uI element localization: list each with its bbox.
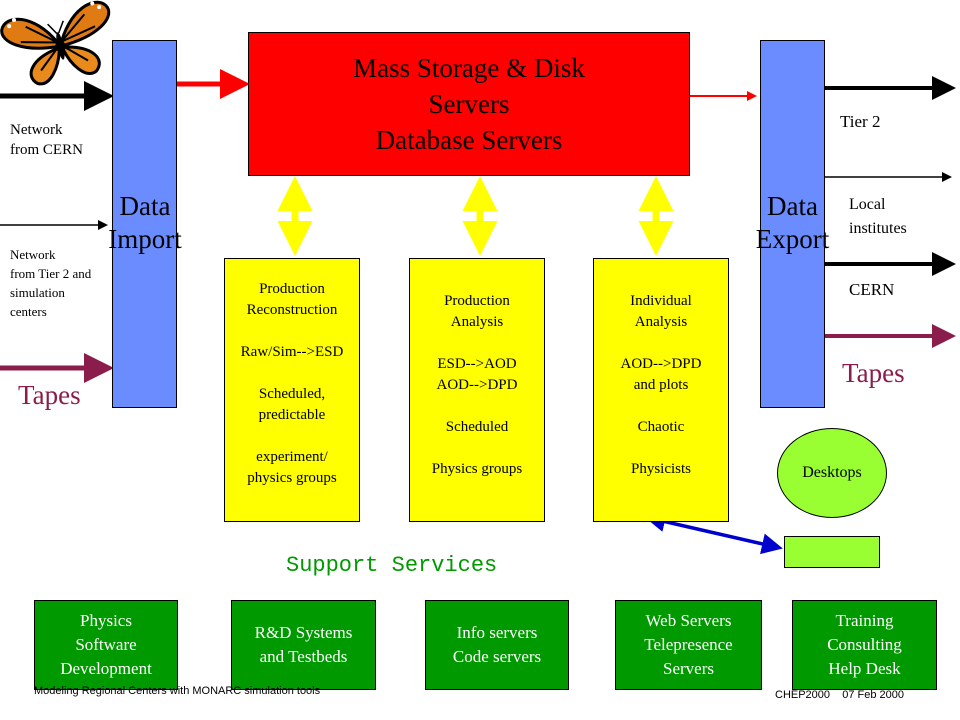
support-web-servers-text: Web Servers Telepresence Servers [644, 611, 733, 678]
data-export-bar [760, 40, 825, 408]
production-reconstruction-text: Production Reconstruction Raw/Sim-->ESD … [240, 281, 344, 486]
tier2-label: Tier 2 [840, 112, 881, 131]
support-info-servers-text: Info servers Code servers [452, 623, 542, 666]
desktops-label: Desktops [802, 464, 862, 481]
tapes-in-label: Tapes [18, 380, 81, 410]
production-analysis-box: Production Analysis ESD-->AOD AOD-->DPD … [409, 258, 545, 522]
individual-analysis-box: Individual Analysis AOD-->DPD and plots … [593, 258, 729, 522]
support-physics-software: Physics Software Development [34, 600, 178, 690]
production-reconstruction-box: Production Reconstruction Raw/Sim-->ESD … [224, 258, 360, 522]
support-web-servers: Web Servers Telepresence Servers [615, 600, 762, 690]
footer-left: Modeling Regional Centers with MONARC si… [34, 685, 321, 697]
footer-right: CHEP2000 07 Feb 2000 [775, 689, 905, 701]
support-rd-systems-text: R&D Systems and Testbeds [254, 623, 353, 666]
data-import-bar [112, 40, 177, 408]
mass-storage-title: Mass Storage & Disk Servers Database Ser… [353, 53, 585, 155]
data-import-label: Data Import [108, 191, 182, 254]
production-analysis-text: Production Analysis ESD-->AOD AOD-->DPD … [431, 293, 523, 477]
support-info-servers: Info servers Code servers [425, 600, 569, 690]
tapes-out-label: Tapes [842, 358, 905, 388]
local-institutes-label: Local institutes [849, 196, 907, 237]
desktop-box [784, 536, 880, 568]
support-physics-software-text: Physics Software Development [60, 611, 152, 678]
network-tier2-label: Network from Tier 2 and simulation cente… [10, 247, 92, 319]
butterfly-icon [0, 0, 111, 86]
support-services-heading: Support Services [286, 553, 498, 578]
cern-label: CERN [849, 280, 895, 299]
support-rd-systems: R&D Systems and Testbeds [231, 600, 376, 690]
mass-storage-box: Mass Storage & Disk Servers Database Ser… [248, 32, 690, 176]
individual-analysis-text: Individual Analysis AOD-->DPD and plots … [620, 293, 702, 477]
support-training: Training Consulting Help Desk [792, 600, 937, 690]
network-cern-label: Network from CERN [10, 122, 83, 158]
support-training-text: Training Consulting Help Desk [827, 611, 902, 678]
data-export-label: Data Export [755, 191, 830, 254]
arrow-individual-desktop [644, 511, 783, 555]
desktops-ellipse: Desktops [777, 428, 887, 518]
